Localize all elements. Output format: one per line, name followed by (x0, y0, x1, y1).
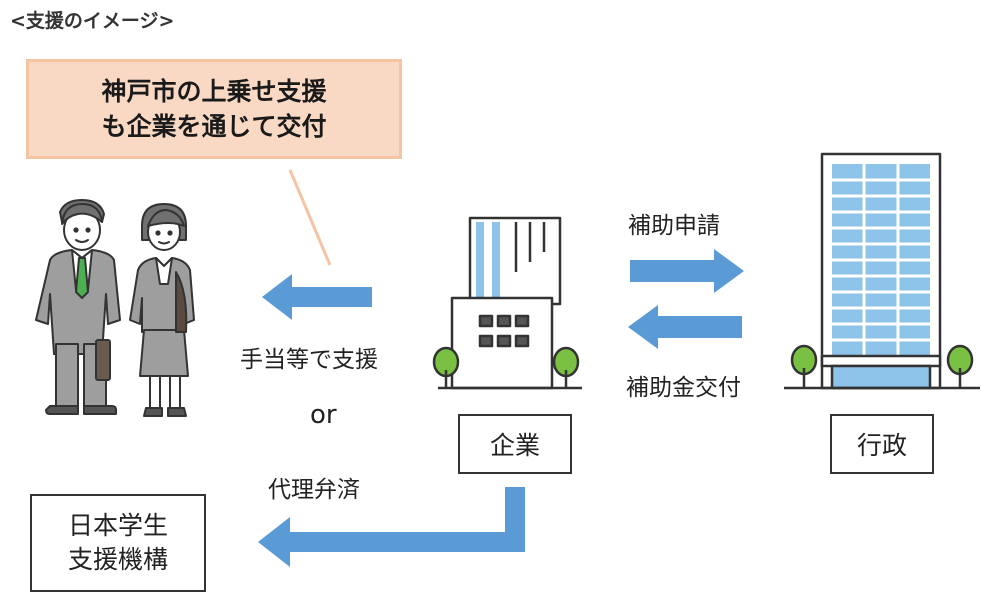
jasso-box: 日本学生 支援機構 (30, 494, 206, 592)
label-proxy-repayment: 代理弁済 (268, 477, 360, 503)
arrow-company-to-people (262, 274, 372, 320)
arrow-company-to-jasso (258, 487, 525, 567)
label-subsidy-application: 補助申請 (628, 213, 720, 239)
label-allowance: 手当等で支援 (240, 347, 378, 373)
company-box-label: 企業 (489, 431, 540, 460)
jasso-box-line-2: 支援機構 (67, 545, 168, 574)
business-people-icon (35, 199, 195, 417)
page-heading: <支援のイメージ> (10, 10, 175, 32)
government-box-label: 行政 (856, 431, 907, 460)
jasso-box-line-1: 日本学生 (67, 511, 168, 540)
arrow-application-to-government (630, 249, 744, 293)
government-box: 行政 (830, 414, 934, 474)
callout-line-2: も企業を通じて交付 (101, 112, 327, 141)
callout-line-1: 神戸市の上乗せ支援 (101, 77, 327, 106)
callout-box: 神戸市の上乗せ支援 も企業を通じて交付 (26, 59, 402, 159)
company-building-icon (432, 216, 582, 390)
label-subsidy-payment: 補助金交付 (626, 375, 741, 401)
arrow-subsidy-to-company (628, 305, 742, 349)
label-or: or (310, 400, 337, 430)
company-box: 企業 (458, 414, 572, 474)
government-building-icon (784, 152, 980, 390)
